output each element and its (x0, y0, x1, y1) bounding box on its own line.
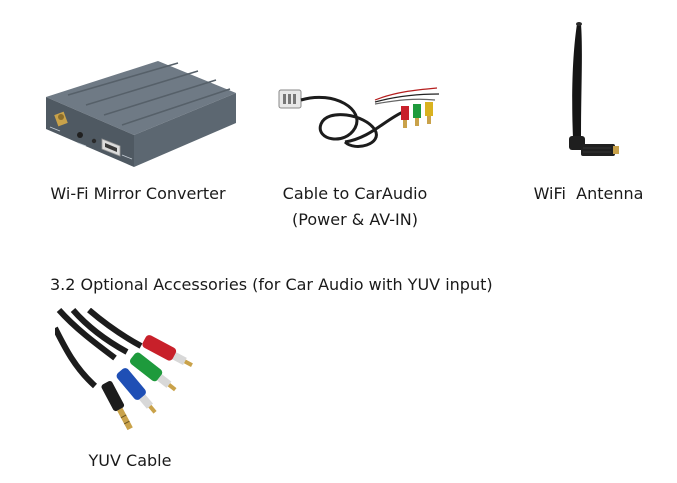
wifi-antenna-icon (555, 20, 625, 165)
item-wifi-antenna: WiFi Antenna (500, 0, 677, 215)
item-caption: Wi-Fi Mirror Converter (50, 184, 226, 203)
mirror-converter-device-icon (38, 55, 243, 170)
yuv-component-cable-icon (55, 308, 215, 443)
item-caption: WiFi Antenna (533, 184, 644, 203)
section-heading: 3.2 Optional Accessories (for Car Audio … (50, 275, 493, 294)
item-caraudio-cable: Cable to CarAudio (Power & AV-IN) (260, 0, 450, 240)
av-cable-harness-icon (275, 80, 445, 160)
item-caption-line2: (Power & AV-IN) (292, 210, 418, 229)
item-mirror-converter: Wi-Fi Mirror Converter (0, 0, 260, 215)
item-yuv-cable: YUV Cable (40, 300, 240, 480)
item-caption-line1: Cable to CarAudio (282, 184, 428, 203)
item-caption: YUV Cable (88, 451, 172, 470)
